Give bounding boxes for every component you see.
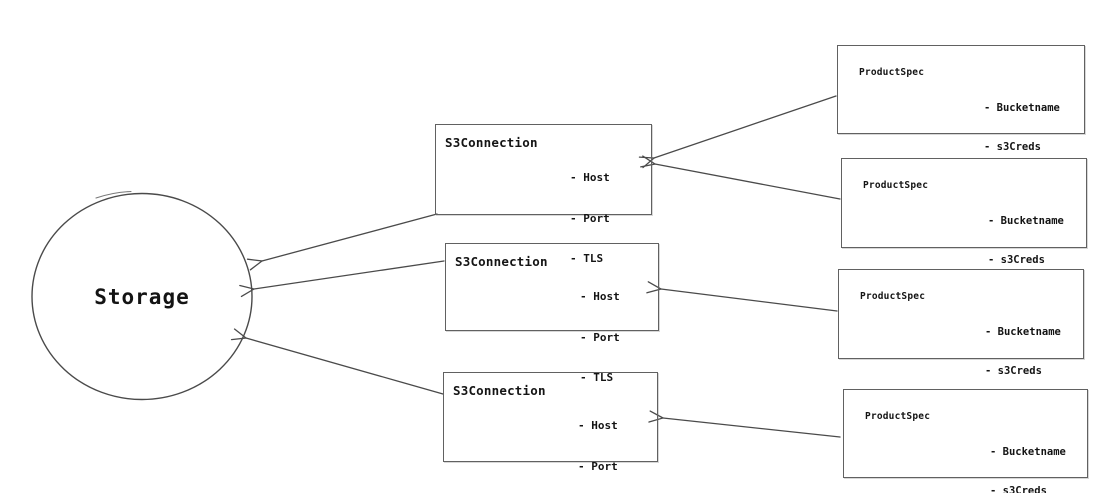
attribute-bucketname: - Bucketname xyxy=(985,326,1061,338)
productspec-box-3: ProductSpec - Bucketname - s3Creds xyxy=(838,269,1084,377)
attribute-s3creds: - s3Creds xyxy=(988,254,1045,266)
s3connection-1-title: S3Connection xyxy=(445,135,538,150)
arrow-productspec3-to-s3connection2 xyxy=(661,289,838,312)
productspec-box-4: ProductSpec - Bucketname - s3Creds xyxy=(843,389,1088,493)
s3connection-box-3: S3Connection - Host - Port - TLS xyxy=(443,372,658,473)
productspec-box-2: ProductSpec - Bucketname - s3Creds xyxy=(841,158,1087,266)
s3connection-3-title: S3Connection xyxy=(453,383,546,398)
productspec-3-title: ProductSpec xyxy=(860,291,926,302)
attribute-port: - Port xyxy=(578,459,618,473)
attribute-port: - Port xyxy=(580,330,620,344)
attribute-host: - Host xyxy=(580,290,620,303)
attribute-host: - Host xyxy=(578,419,618,432)
s3connection-1-attributes: - Host - Port - TLS xyxy=(570,144,610,293)
productspec-2-title: ProductSpec xyxy=(863,180,929,191)
productspec-box-1: ProductSpec - Bucketname - s3Creds xyxy=(837,45,1085,153)
productspec-4-attributes: - Bucketname - s3Creds xyxy=(990,420,1066,493)
productspec-3-attributes: - Bucketname - s3Creds xyxy=(985,300,1061,404)
s3connection-3-attributes: - Host - Port - TLS xyxy=(578,392,618,493)
arrow-s3connection3-to-storage xyxy=(246,338,444,395)
productspec-1-title: ProductSpec xyxy=(859,67,925,78)
productspec-1-attributes: - Bucketname - s3Creds xyxy=(984,76,1060,180)
attribute-s3creds: - s3Creds xyxy=(985,365,1042,377)
productspec-2-attributes: - Bucketname - s3Creds xyxy=(988,189,1064,293)
attribute-s3creds: - s3Creds xyxy=(990,485,1047,493)
attribute-tls: - TLS xyxy=(580,371,614,384)
arrow-productspec4-to-s3connection3 xyxy=(663,418,841,438)
s3connection-box-1: S3Connection - Host - Port - TLS xyxy=(435,124,652,265)
attribute-port: - Port xyxy=(570,211,610,225)
arrow-s3connection1-to-storage xyxy=(262,213,438,261)
s3connection-box-2: S3Connection - Host - Port - TLS xyxy=(445,243,659,384)
arrow-s3connection2-to-storage xyxy=(254,260,445,289)
arrow-productspec1-to-s3connection1 xyxy=(654,95,837,158)
attribute-bucketname: - Bucketname xyxy=(990,446,1066,458)
storage-label: Storage xyxy=(94,285,190,309)
s3connection-2-attributes: - Host - Port - TLS xyxy=(580,263,620,412)
attribute-tls: - TLS xyxy=(570,252,604,265)
productspec-4-title: ProductSpec xyxy=(865,411,931,422)
storage-circle-sketch-overlap xyxy=(95,190,132,199)
attribute-host: - Host xyxy=(570,171,610,184)
s3connection-2-title: S3Connection xyxy=(455,254,548,269)
attribute-bucketname: - Bucketname xyxy=(984,102,1060,114)
attribute-bucketname: - Bucketname xyxy=(988,215,1064,227)
arrow-productspec2-to-s3connection1 xyxy=(655,164,841,200)
attribute-s3creds: - s3Creds xyxy=(984,141,1041,153)
